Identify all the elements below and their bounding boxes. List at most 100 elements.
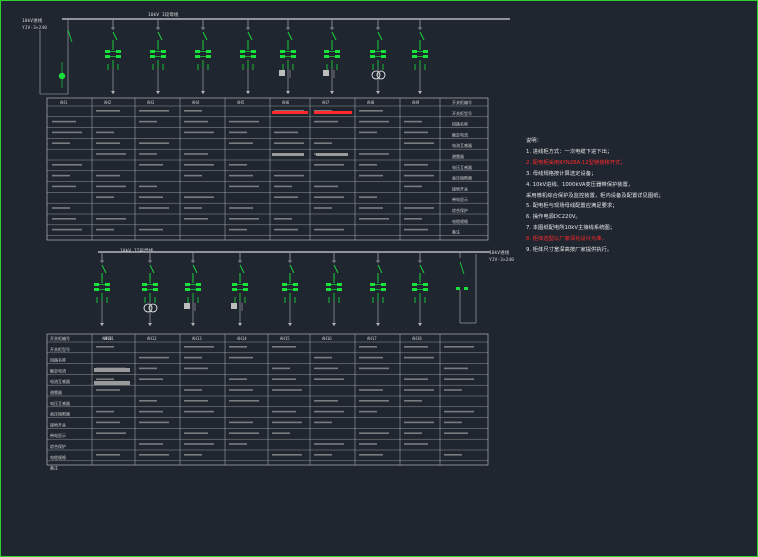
note-4b: 采用微机综合保护及监控装置，柜内设备及配置详见图纸； (526, 192, 664, 199)
note-9: 9. 柜体尺寸宽深高按厂家提供执行。 (526, 247, 613, 254)
top-cabinet-3: AH3 (147, 100, 155, 105)
bottom-feeder-6-ct (326, 283, 331, 286)
bottom-feeder-5-ct (282, 288, 287, 291)
bottom-cabinet-2: AH11 (104, 336, 114, 341)
top-cabinet-9: AH9 (412, 100, 420, 105)
top-row-header-13: 备注 (452, 229, 460, 235)
top-row-header-12: 电缆规格 (452, 218, 468, 224)
top-panel-table (46, 97, 489, 241)
bottom-feeder-1-ct (94, 283, 99, 286)
bottom-feeder-8-ct (412, 283, 417, 286)
top-feeder-6-ct (324, 55, 329, 58)
notes-block: 说明： 1. 进线柜方式：一次电缆下进下出； 2. 配电柜采用KYN28A-12… (526, 136, 754, 256)
top-feeder-2-switch (157, 31, 163, 41)
top-feeder-7-switch (377, 31, 383, 41)
top-feeder-5-ct (280, 50, 285, 53)
bottom-cabinet-7: AH16 (322, 336, 332, 341)
bottom-row-header-1: 开关柜编号 (50, 335, 70, 341)
bottom-feeder-2-ct (142, 283, 147, 286)
note-5: 5. 配电柜与现场母线配置应满足要求； (526, 203, 618, 210)
bottom-row-header-10: 带电显示 (50, 432, 66, 438)
bottom-row-header-5: 电流互感器 (50, 378, 70, 384)
note-2: 2. 配电柜采用KYN28A-12型铠装移开式； (526, 159, 626, 166)
bottom-incoming-label: 10kV进线 YJV-3×240 (489, 251, 514, 263)
bottom-row-header-4: 额定电流 (50, 367, 66, 373)
top-feeder-1-ct (105, 55, 110, 58)
top-row-header-3: 回路名称 (452, 121, 468, 127)
note-1: 1. 进线柜方式：一次电缆下进下出； (526, 148, 613, 155)
bottom-cabinet-5: AH14 (237, 336, 247, 341)
note-8: 8. 柜体选型以厂家深化设计为准。 (526, 236, 607, 243)
bottom-feeder-8-switch (419, 264, 425, 274)
top-row-header-4: 额定电流 (452, 131, 468, 137)
top-feeder-4-ct (240, 50, 245, 53)
top-row-header-10: 带电显示 (452, 196, 468, 202)
bottom-feeder-8-ct (412, 288, 417, 291)
top-row-header-2: 开关柜型号 (452, 110, 472, 116)
top-feeder-1-switch (112, 31, 118, 41)
bottom-feeder-2-ct (142, 288, 147, 291)
bottom-cabinet-6: AH15 (280, 336, 290, 341)
bottom-feeder-3-ct (185, 283, 190, 286)
top-highlight-1 (272, 111, 308, 114)
top-feeder-3-ct (195, 50, 200, 53)
bottom-feeder-4-ct (232, 283, 237, 286)
bottom-panel-table (46, 333, 489, 466)
top-incoming-label: 10kV进线 YJV-3×240 (22, 19, 47, 31)
top-row-header-11: 综合保护 (452, 207, 468, 213)
bottom-row-header-8: 高压熔断器 (50, 411, 70, 417)
bottom-feeder-5-switch (289, 264, 295, 274)
top-cabinet-1: AH1 (60, 100, 68, 105)
top-feeder-5-switch (287, 31, 293, 41)
top-cabinet-8: AH8 (367, 100, 375, 105)
bottom-bus-label: 10kV II段母线 (120, 249, 154, 254)
bottom-row-header-7: 电压互感器 (50, 400, 70, 406)
bottom-feeder-7-ct (370, 288, 375, 291)
bottom-row-header-11: 综合保护 (50, 443, 66, 449)
bottom-row-header-3: 回路名称 (50, 357, 66, 363)
bottom-feeder-6-ct (326, 288, 331, 291)
top-cabinet-2: AH2 (104, 100, 112, 105)
bottom-feeder-7-switch (377, 264, 383, 274)
top-feeder-7-ct (370, 50, 375, 53)
note-6: 6. 操作电源DC220V。 (526, 214, 581, 221)
top-row-header-7: 电压互感器 (452, 164, 472, 170)
top-feeder-4-switch (247, 31, 253, 41)
bottom-cabinet-9: AH18 (412, 336, 422, 341)
top-feeder-6-switch (331, 31, 337, 41)
bottom-feeder-7-ct (370, 283, 375, 286)
top-row-header-5: 电流互感器 (452, 142, 472, 148)
top-bus-label: 10kV I段母线 (148, 13, 179, 18)
top-feeder-6-ct (324, 50, 329, 53)
bottom-row-header-13: 备注 (50, 465, 58, 471)
bottom-cabinet-1: AH10 (102, 336, 112, 341)
bottom-feeder-1-switch (101, 264, 107, 274)
bottom-cabinet-4: AH13 (192, 336, 202, 341)
bottom-feeder-3-switch (192, 264, 198, 274)
bottom-feeder-4-switch (239, 264, 245, 274)
top-feeder-8-switch (419, 31, 425, 41)
bottom-feeder-3-ct (185, 288, 190, 291)
top-feeder-7-ct (370, 55, 375, 58)
bottom-row-header-12: 电缆规格 (50, 454, 66, 460)
bottom-feeder-4-ct (232, 288, 237, 291)
top-cabinet-5: AH5 (237, 100, 245, 105)
bottom-feeder-1-ct (94, 288, 99, 291)
note-4: 4. 10kV进线、1000kVA变压器带保护装置， (526, 181, 634, 188)
top-feeder-5-ct (280, 55, 285, 58)
top-feeder-8-ct (412, 50, 417, 53)
top-row-header-8: 高压熔断器 (452, 175, 472, 181)
top-feeder-2-ct (150, 50, 155, 53)
bottom-row-header-6: 避雷器 (50, 389, 62, 395)
notes-title: 说明： (526, 138, 542, 144)
top-row-header-1: 开关柜编号 (452, 99, 472, 105)
top-highlight-2 (314, 111, 352, 114)
bottom-row-header-2: 开关柜型号 (50, 346, 70, 352)
top-row-header-6: 避雷器 (452, 153, 464, 159)
note-7: 7. 本图纸配电所10kV主接线系统图； (526, 225, 616, 232)
note-3: 3. 母线规格按计算选定设备； (526, 170, 597, 177)
top-feeder-2-ct (150, 55, 155, 58)
bottom-cabinet-3: AH12 (147, 336, 157, 341)
bottom-row-header-9: 接地开关 (50, 421, 66, 427)
